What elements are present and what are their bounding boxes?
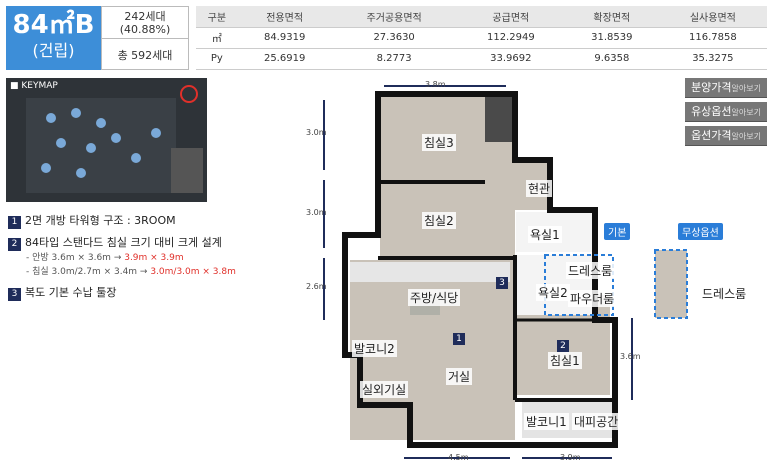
household-total: 총 592세대 xyxy=(117,48,173,62)
keymap-label: ■ KEYMAP xyxy=(10,81,58,91)
dim-left-2: 3.0m xyxy=(306,208,327,217)
dim-bottom-1: 4.5m xyxy=(448,453,469,462)
sub-feature-1: - 안방 3.6m × 3.6m → 3.9m × 3.9m xyxy=(26,253,184,263)
room-outdoor: 실외기실 xyxy=(360,381,409,398)
room-kitchen: 주방/식당 xyxy=(408,289,461,306)
room-dress: 드레스룸 xyxy=(566,262,615,279)
household-count: 242세대(40.88%) xyxy=(102,7,188,39)
room-balcony2: 발코니2 xyxy=(352,340,397,357)
household-info: 242세대(40.88%) 총 592세대 xyxy=(101,6,189,70)
keymap-map xyxy=(26,85,203,193)
sub-feature-2: - 침실 3.0m/2.7m × 3.4m → 3.0m/3.0m × 3.8m xyxy=(26,267,236,277)
room-entrance: 현관 xyxy=(526,180,553,197)
price-button[interactable]: 분양가격알아보기 xyxy=(685,78,767,98)
dim-top: 3.8m xyxy=(425,80,446,89)
paid-option-button[interactable]: 유상옵션알아보기 xyxy=(685,102,767,122)
marker-3: 3 xyxy=(496,277,508,289)
tag-free-option: 무상옵션 xyxy=(678,223,723,240)
compass-icon xyxy=(180,85,198,103)
room-bath2: 욕실2 xyxy=(536,284,570,301)
dim-left-1: 3.0m xyxy=(306,128,327,137)
option-price-button[interactable]: 옵션가격알아보기 xyxy=(685,126,767,146)
tag-basic: 기본 xyxy=(604,223,631,240)
unit-subtype: (건립) xyxy=(32,41,75,60)
dim-right: 3.6m xyxy=(620,352,641,361)
unit-type-badge: 84㎡B (건립) xyxy=(6,6,101,70)
marker-2: 2 xyxy=(557,340,569,352)
dim-left-3: 2.6m xyxy=(306,282,327,291)
marker-1: 1 xyxy=(453,333,465,345)
room-refuge: 대피공간 xyxy=(572,413,621,430)
room-bath1: 욕실1 xyxy=(528,226,562,243)
room-living: 거실 xyxy=(446,368,473,385)
room-balcony1: 발코니1 xyxy=(524,413,569,430)
room-bed2: 침실2 xyxy=(422,212,456,229)
dim-bottom-2: 3.9m xyxy=(560,453,581,462)
keymap-image[interactable]: ■ KEYMAP xyxy=(6,78,207,202)
room-bed1: 침실1 xyxy=(548,352,582,369)
option-dress-label: 드레스룸 xyxy=(702,287,747,301)
unit-type: 84㎡B xyxy=(12,10,95,40)
room-powder: 파우더룸 xyxy=(568,290,617,307)
room-bed3: 침실3 xyxy=(422,134,456,151)
